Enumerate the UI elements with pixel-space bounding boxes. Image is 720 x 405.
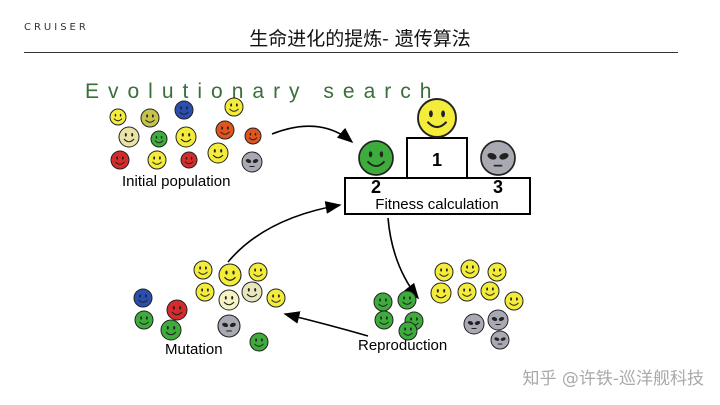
mutation-face <box>166 299 188 321</box>
arrow-mutation-to-fitness <box>227 201 342 263</box>
reproduction-face <box>434 262 454 282</box>
initial-population-face <box>147 150 167 170</box>
podium-step-first <box>406 137 468 179</box>
mutation-face <box>218 263 242 287</box>
mutation-face <box>134 310 154 330</box>
reproduction-face <box>480 281 500 301</box>
winner-face-second <box>358 140 394 176</box>
cruiser-logo: CRUISER <box>24 22 89 33</box>
initial-population-face <box>175 126 197 148</box>
mutation-label: Mutation <box>165 341 223 358</box>
reproduction-face <box>457 282 477 302</box>
fitness-calculation-label: Fitness calculation <box>375 196 498 213</box>
podium-base <box>344 177 531 215</box>
initial-population-face <box>118 126 140 148</box>
initial-population-face <box>140 108 160 128</box>
initial-population-face <box>244 127 262 145</box>
title-divider <box>24 52 678 53</box>
initial-population-face <box>241 151 263 173</box>
podium-rank-third: 3 <box>493 177 503 197</box>
reproduction-face <box>397 290 417 310</box>
reproduction-face <box>430 282 452 304</box>
zhihu-watermark: 知乎 @许铁-巡洋舰科技 <box>522 369 704 389</box>
initial-population-label: Initial population <box>122 173 230 190</box>
diagram-heading: Evolutionary search <box>85 80 440 103</box>
arrow-initial-to-fitness <box>271 125 354 144</box>
reproduction-face <box>463 313 485 335</box>
mutation-face <box>160 319 182 341</box>
arrow-fitness-to-reproduction <box>387 217 419 300</box>
mutation-face <box>217 314 241 338</box>
mutation-face <box>133 288 153 308</box>
mutation-face <box>195 282 215 302</box>
winner-face-third <box>480 140 516 176</box>
initial-population-face <box>109 108 127 126</box>
mutation-face <box>218 289 240 311</box>
reproduction-face <box>490 330 510 350</box>
mutation-face <box>266 288 286 308</box>
reproduction-label: Reproduction <box>358 337 447 354</box>
mutation-face <box>249 332 269 352</box>
reproduction-face <box>373 292 393 312</box>
mutation-face <box>193 260 213 280</box>
reproduction-face <box>374 310 394 330</box>
reproduction-face <box>487 309 509 331</box>
population-faces <box>109 97 524 352</box>
initial-population-face <box>174 100 194 120</box>
mutation-face <box>248 262 268 282</box>
podium-rank-second: 2 <box>371 177 381 197</box>
podium: 1 2 3 Fitness calculation <box>344 137 531 215</box>
mutation-face <box>241 281 263 303</box>
initial-population-face <box>215 120 235 140</box>
initial-population-face <box>180 151 198 169</box>
slide-title: 生命进化的提炼- 遗传算法 <box>249 28 471 50</box>
reproduction-face <box>460 259 480 279</box>
podium-rank-first: 1 <box>432 150 442 170</box>
reproduction-face <box>398 321 418 341</box>
arrow-reproduction-to-mutation <box>283 311 369 337</box>
initial-population-face <box>224 97 244 117</box>
initial-population-face <box>207 142 229 164</box>
reproduction-face <box>504 291 524 311</box>
reproduction-face <box>487 262 507 282</box>
winner-face-first <box>417 98 457 138</box>
initial-population-face <box>110 150 130 170</box>
initial-population-face <box>150 130 168 148</box>
